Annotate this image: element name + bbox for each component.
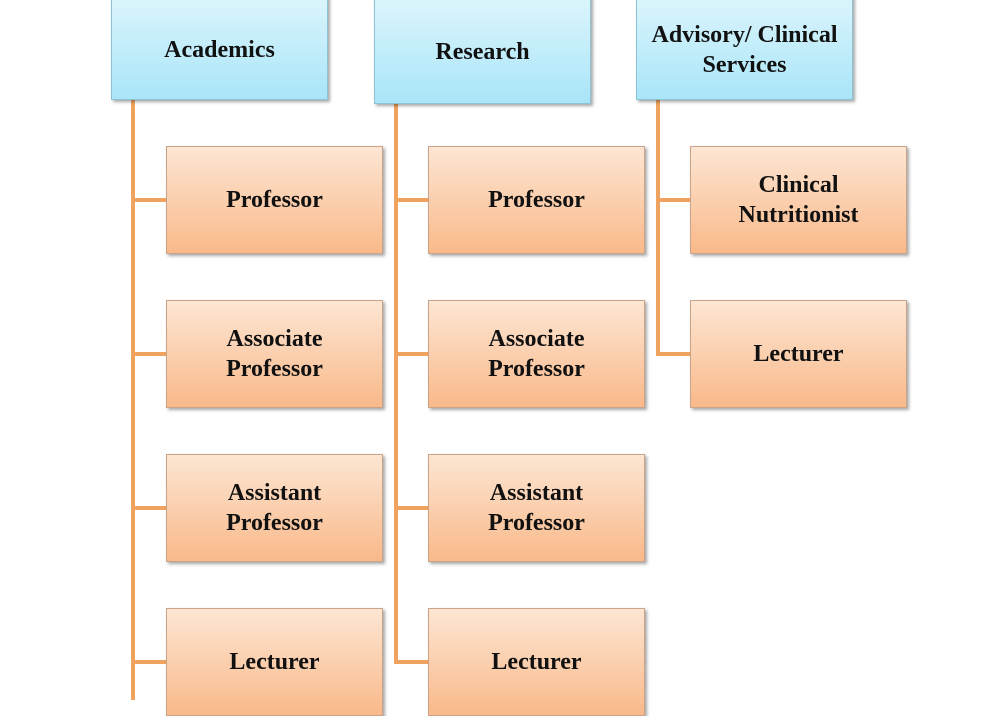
advisory-lecturer: Lecturer bbox=[690, 300, 907, 408]
research-professor: Professor bbox=[428, 146, 645, 254]
connector-advisory bbox=[656, 100, 660, 356]
connector-research bbox=[394, 104, 398, 664]
academics-assistant-professor: Assistant Professor bbox=[166, 454, 383, 562]
branch bbox=[394, 506, 428, 510]
research-assistant-professor: Assistant Professor bbox=[428, 454, 645, 562]
branch bbox=[131, 198, 166, 202]
header-academics: Academics bbox=[111, 0, 328, 100]
academics-professor: Professor bbox=[166, 146, 383, 254]
header-research: Research bbox=[374, 0, 591, 104]
connector-academics bbox=[131, 100, 135, 700]
branch bbox=[131, 352, 166, 356]
branch bbox=[394, 352, 428, 356]
header-advisory: Advisory/ Clinical Services bbox=[636, 0, 853, 100]
research-lecturer: Lecturer bbox=[428, 608, 645, 716]
research-associate-professor: Associate Professor bbox=[428, 300, 645, 408]
branch bbox=[131, 506, 166, 510]
branch bbox=[656, 352, 690, 356]
branch bbox=[656, 198, 690, 202]
advisory-clinical-nutritionist: Clinical Nutritionist bbox=[690, 146, 907, 254]
branch bbox=[394, 198, 428, 202]
branch bbox=[131, 660, 166, 664]
branch bbox=[394, 660, 428, 664]
academics-associate-professor: Associate Professor bbox=[166, 300, 383, 408]
